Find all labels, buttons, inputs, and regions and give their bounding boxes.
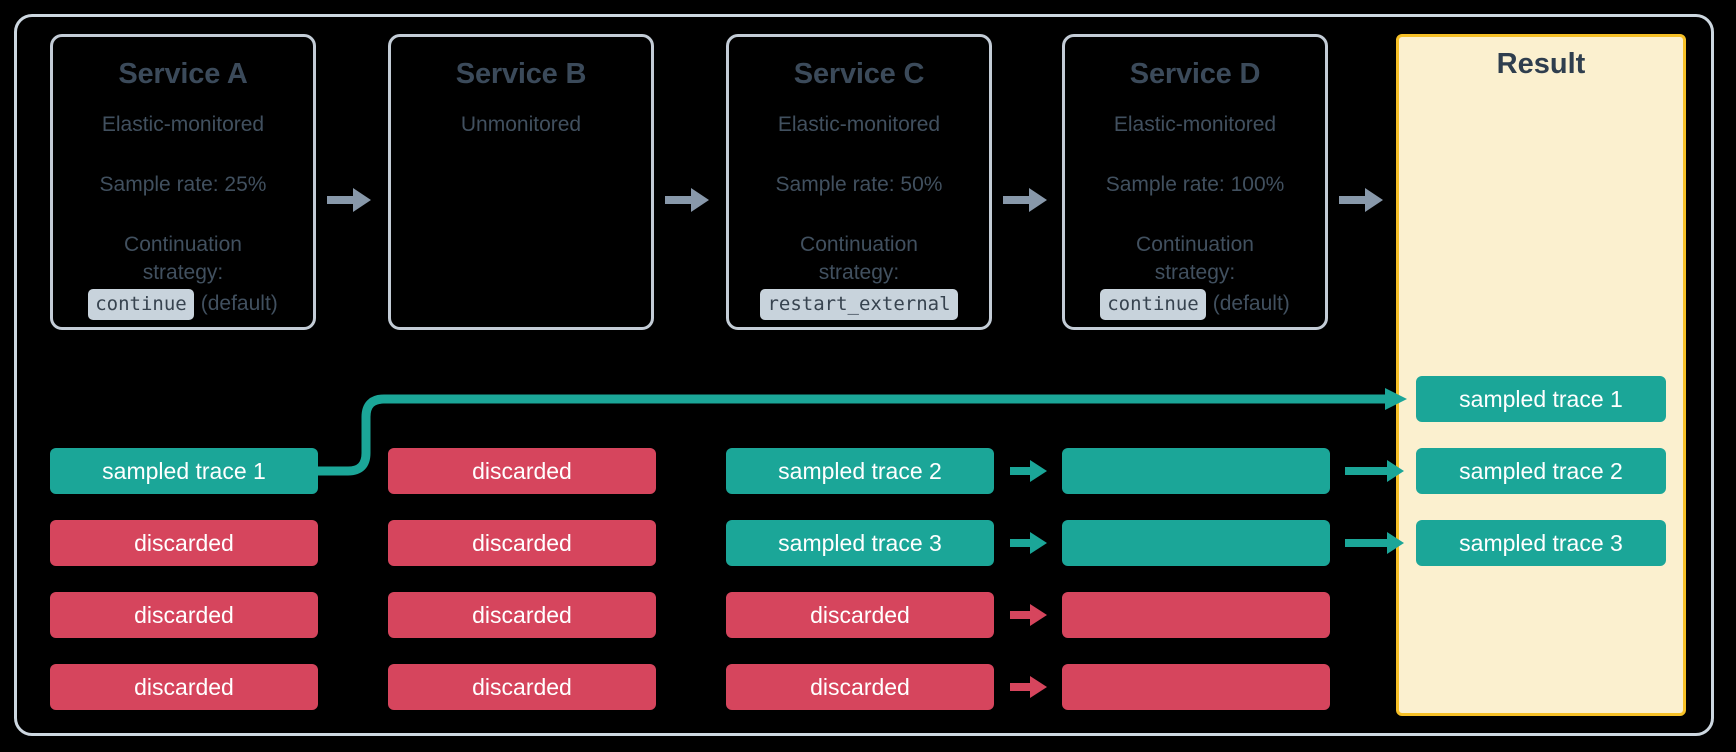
result-panel (1396, 34, 1686, 716)
service-chain-arrow-b-to-c (665, 185, 711, 215)
service-card-d-strategy-chip: continue (1100, 288, 1206, 320)
trace-arrow-d-to-result-1 (1345, 459, 1405, 483)
trace-pill-b-3[interactable]: discarded (388, 592, 656, 638)
trace-pill-a-2[interactable]: discarded (50, 520, 318, 566)
trace-pill-d-3[interactable] (1062, 592, 1330, 638)
trace-pill-c-1[interactable]: sampled trace 2 (726, 448, 994, 494)
trace-arrow-c-to-d-3 (1010, 603, 1048, 627)
service-card-b[interactable]: Service B Unmonitored (388, 34, 654, 330)
service-card-a-strategy-chip: continue (88, 288, 194, 320)
service-chain-arrow-c-to-d (1003, 185, 1049, 215)
service-card-a-sample-rate: Sample rate: 25% (99, 173, 267, 197)
service-card-a-monitoring: Elastic-monitored (101, 112, 265, 136)
service-card-c-strategy-line: restart_external (760, 288, 958, 320)
service-card-d-sample-rate: Sample rate: 100% (1105, 173, 1285, 197)
trace-pill-c-4[interactable]: discarded (726, 664, 994, 710)
trace-pill-d-2[interactable] (1062, 520, 1330, 566)
result-trace-pill-1[interactable]: sampled trace 1 (1416, 376, 1666, 422)
service-card-d-monitoring: Elastic-monitored (1113, 112, 1277, 136)
service-card-d[interactable]: Service D Elastic-monitored Sample rate:… (1062, 34, 1328, 330)
trace-pill-a-1[interactable]: sampled trace 1 (50, 448, 318, 494)
service-card-a-strategy-note: (default) (200, 292, 278, 316)
trace-arrow-d-to-result-2 (1345, 531, 1405, 555)
service-card-c-strategy-chip: restart_external (760, 288, 958, 320)
trace-arrow-c-to-d-2 (1010, 531, 1048, 555)
trace-pill-a-3[interactable]: discarded (50, 592, 318, 638)
service-card-d-title: Service D (1129, 58, 1261, 90)
service-card-b-monitoring: Unmonitored (460, 112, 582, 136)
trace-pill-d-1[interactable] (1062, 448, 1330, 494)
trace-pill-c-2[interactable]: sampled trace 3 (726, 520, 994, 566)
service-card-a[interactable]: Service A Elastic-monitored Sample rate:… (50, 34, 316, 330)
trace-pill-d-4[interactable] (1062, 664, 1330, 710)
result-trace-pill-3[interactable]: sampled trace 3 (1416, 520, 1666, 566)
service-card-a-title: Service A (118, 58, 248, 90)
trace-pill-c-3[interactable]: discarded (726, 592, 994, 638)
service-card-c-monitoring: Elastic-monitored (777, 112, 941, 136)
result-trace-pill-2[interactable]: sampled trace 2 (1416, 448, 1666, 494)
trace-pill-b-4[interactable]: discarded (388, 664, 656, 710)
service-chain-arrow-d-to-result (1339, 185, 1385, 215)
service-card-d-strategy-note: (default) (1212, 292, 1290, 316)
result-panel-title: Result (1496, 48, 1586, 80)
service-card-c-sample-rate: Sample rate: 50% (775, 173, 943, 197)
service-card-d-strategy-line: continue (default) (1100, 288, 1290, 320)
service-card-c-title: Service C (793, 58, 925, 90)
trace-pill-b-1[interactable]: discarded (388, 448, 656, 494)
service-card-a-strategy-line: continue (default) (88, 288, 278, 320)
trace-pill-b-2[interactable]: discarded (388, 520, 656, 566)
service-chain-arrow-a-to-b (327, 185, 373, 215)
trace-arrow-c-to-d-4 (1010, 675, 1048, 699)
trace-pill-a-4[interactable]: discarded (50, 664, 318, 710)
trace-arrow-c-to-d-1 (1010, 459, 1048, 483)
service-card-c[interactable]: Service C Elastic-monitored Sample rate:… (726, 34, 992, 330)
service-card-b-title: Service B (455, 58, 587, 90)
